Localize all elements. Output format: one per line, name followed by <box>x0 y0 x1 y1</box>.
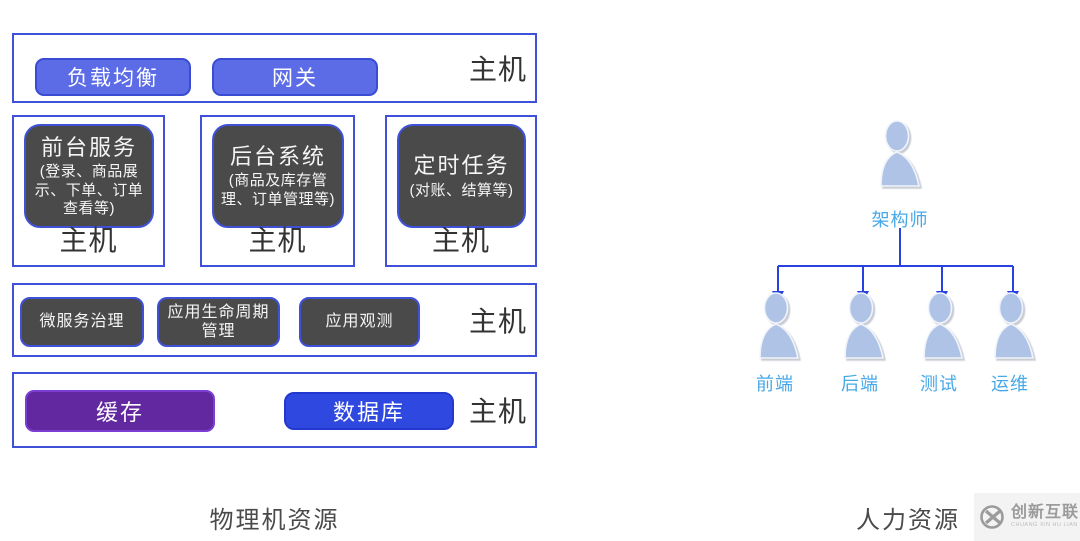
load-balancer-node: 负载均衡 <box>35 58 191 96</box>
frontend-service-title: 前台服务 <box>40 134 137 160</box>
person-icon <box>876 120 922 188</box>
host-box-storage-tier: 缓存 数据库 主机 <box>12 372 537 448</box>
scheduled-tasks-title: 定时任务 <box>413 153 510 179</box>
architect-label: 架构师 <box>871 210 929 230</box>
database-node: 数据库 <box>284 392 454 430</box>
person-icon <box>840 292 886 360</box>
app-observation-node: 应用观测 <box>299 297 420 347</box>
ops-role-label: 运维 <box>991 374 1029 394</box>
person-icon <box>919 292 965 360</box>
backend-system-subtitle: (商品及库存管理、订单管理等) <box>221 172 335 208</box>
microservice-governance-node: 微服务治理 <box>20 297 144 347</box>
gateway-label: 网关 <box>272 67 318 90</box>
load-balancer-label: 负载均衡 <box>67 67 159 90</box>
frontend-service-node: 前台服务 (登录、商品展示、下单、订单查看等) <box>24 124 154 228</box>
scheduled-tasks-node: 定时任务 (对账、结算等) <box>397 124 526 228</box>
frontend-role-label: 前端 <box>756 374 794 394</box>
watermark-subtitle: CHUANG XIN HU LIAN <box>1011 522 1078 529</box>
host-box-frontend-service: 前台服务 (登录、商品展示、下单、订单查看等) 主机 <box>12 115 165 267</box>
backend-role-label: 后端 <box>841 374 879 394</box>
left-caption: 物理机资源 <box>209 507 340 534</box>
backend-system-title: 后台系统 <box>229 143 326 169</box>
host-label: 主机 <box>431 225 490 256</box>
arrow-down-icon <box>772 291 1019 302</box>
host-box-gateway-tier: 负载均衡 网关 主机 <box>12 33 537 103</box>
person-icon <box>755 292 801 360</box>
host-label: 主机 <box>248 225 307 256</box>
host-box-platform-tier: 微服务治理 应用生命周期管理 应用观测 主机 <box>12 283 537 357</box>
scheduled-tasks-subtitle: (对账、结算等) <box>409 181 514 199</box>
person-icon <box>990 292 1036 360</box>
host-label: 主机 <box>468 306 527 337</box>
gateway-node: 网关 <box>212 58 378 96</box>
right-caption: 人力资源 <box>856 507 960 534</box>
watermark-name: 创新互联 <box>1011 504 1080 522</box>
host-label: 主机 <box>468 396 527 427</box>
cache-node: 缓存 <box>25 390 215 432</box>
host-box-backend-system: 后台系统 (商品及库存管理、订单管理等) 主机 <box>200 115 355 267</box>
host-box-scheduled-tasks: 定时任务 (对账、结算等) 主机 <box>385 115 537 267</box>
watermark-badge: 创新互联 CHUANG XIN HU LIAN <box>974 493 1080 541</box>
frontend-service-subtitle: (登录、商品展示、下单、订单查看等) <box>34 163 144 217</box>
host-label: 主机 <box>59 225 118 256</box>
host-label: 主机 <box>468 54 527 85</box>
cx-ring-icon <box>980 505 1004 529</box>
backend-system-node: 后台系统 (商品及库存管理、订单管理等) <box>212 124 344 228</box>
app-lifecycle-management-node: 应用生命周期管理 <box>157 297 280 347</box>
testing-role-label: 测试 <box>920 374 958 394</box>
